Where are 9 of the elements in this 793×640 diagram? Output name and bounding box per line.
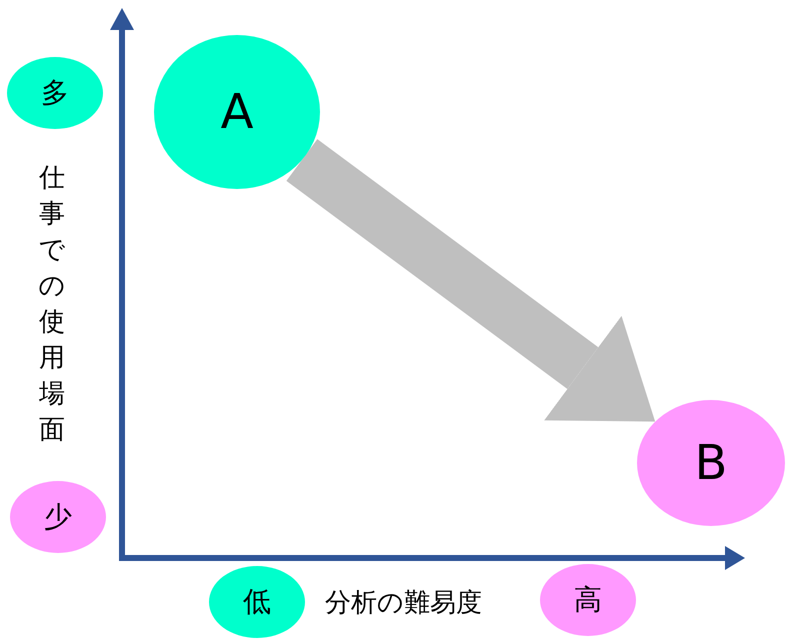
level-bubble: B	[637, 400, 785, 526]
axis-title: 分析の難易度	[325, 587, 482, 620]
level-bubble: 低	[209, 566, 305, 638]
level-bubble: 高	[540, 564, 636, 636]
axis-title: 仕事での使用場面	[38, 162, 66, 447]
level-bubble: 多	[7, 57, 103, 129]
arrow	[286, 139, 656, 422]
level-bubble: 少	[10, 481, 106, 553]
level-bubble: A	[154, 35, 320, 189]
